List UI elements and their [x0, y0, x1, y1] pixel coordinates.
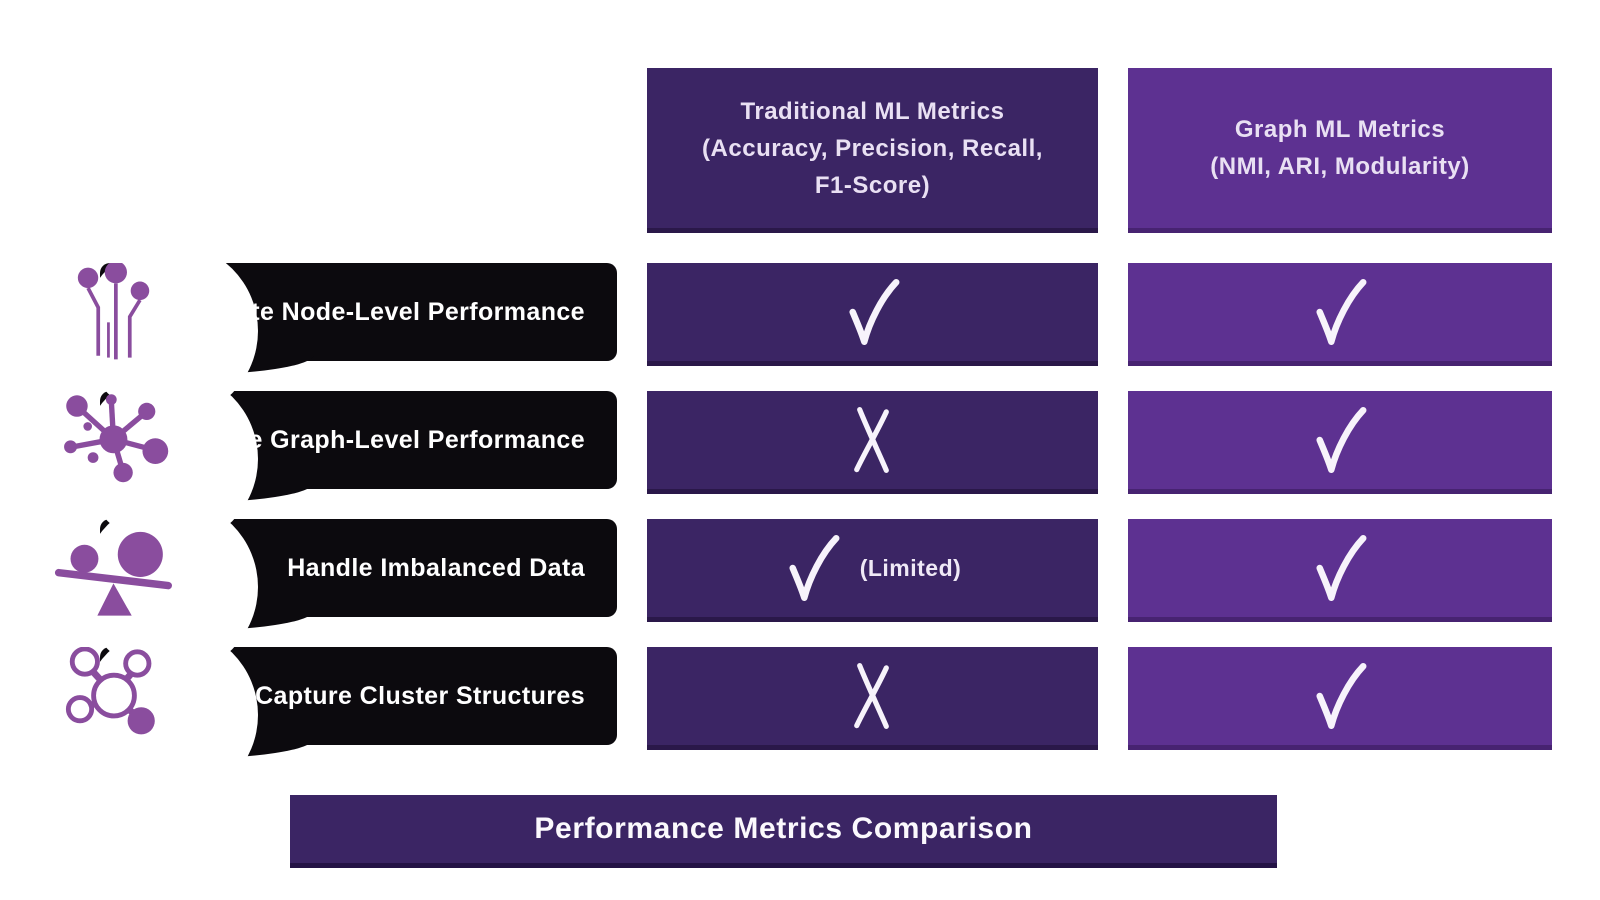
mark: [784, 530, 842, 606]
footer-title-bar: Performance Metrics Comparison: [290, 795, 1277, 868]
column-title: Graph ML Metrics: [1234, 116, 1446, 143]
row-label-cluster-structures: Capture Cluster Structures: [82, 627, 617, 803]
mark: [847, 403, 899, 477]
mark: [1311, 402, 1369, 478]
row-label-graph-level: Evaluate Graph-Level Performance: [82, 371, 617, 547]
balance-scale-icon: [52, 519, 176, 621]
column-header-graph-ml: Graph ML Metrics (NMI, ARI, Modularity): [1128, 68, 1552, 233]
cell-traditional-imbalanced: (Limited): [647, 519, 1098, 622]
check-icon: [1316, 535, 1367, 601]
cell-traditional-graph-level: [647, 391, 1098, 494]
network-graph-icon: [52, 391, 176, 493]
cross-icon: [853, 407, 889, 473]
cell-graph-node-level: [1128, 263, 1552, 366]
table-row: Evaluate Node-Level Performance: [0, 243, 1600, 419]
row-label-text: Evaluate Graph-Level Performance: [156, 425, 585, 454]
column-subtitle: (Accuracy, Precision, Recall, F1-Score): [702, 134, 1043, 199]
check-icon: [789, 535, 840, 601]
check-icon: [1316, 407, 1367, 473]
check-icon: [1316, 279, 1367, 345]
cluster-nodes-icon: [52, 646, 176, 749]
mark: [1311, 658, 1369, 734]
table-row: Capture Cluster Structures: [0, 627, 1600, 803]
row-label-node-level: Evaluate Node-Level Performance: [82, 243, 617, 419]
page-title: Performance Metrics Comparison: [534, 812, 1033, 845]
row-label-text: Capture Cluster Structures: [255, 681, 585, 710]
row-label-imbalanced-data: Handle Imbalanced Data: [82, 499, 617, 675]
cell-traditional-node-level: [647, 263, 1098, 366]
row-label-text: Handle Imbalanced Data: [287, 553, 585, 582]
cross-icon: [853, 663, 889, 729]
cell-graph-graph-level: [1128, 391, 1552, 494]
check-icon: [1316, 663, 1367, 729]
check-icon: [848, 279, 899, 345]
cell-note: (Limited): [859, 554, 962, 581]
row-label-text: Evaluate Node-Level Performance: [168, 297, 585, 326]
table-row: Evaluate Graph-Level Performance: [0, 371, 1600, 547]
cell-traditional-cluster: [647, 647, 1098, 750]
mark: [1311, 274, 1369, 350]
table-row: Handle Imbalanced Data (Limited): [0, 499, 1600, 675]
column-header-traditional-ml: Traditional ML Metrics (Accuracy, Precis…: [647, 68, 1098, 233]
mark: [844, 274, 902, 350]
node-pins-icon: [52, 261, 176, 365]
column-subtitle: (NMI, ARI, Modularity): [1210, 153, 1470, 180]
mark: [847, 659, 899, 733]
mark: [1311, 530, 1369, 606]
column-title: Traditional ML Metrics: [740, 97, 1005, 125]
cell-graph-cluster: [1128, 647, 1552, 750]
cell-graph-imbalanced: [1128, 519, 1552, 622]
